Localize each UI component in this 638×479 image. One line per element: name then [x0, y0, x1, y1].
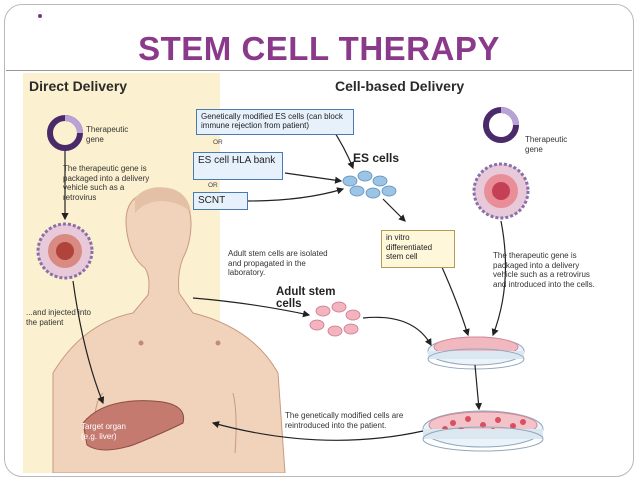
or-label-1: OR [213, 139, 223, 146]
left-packaging-text: The therapeutic gene is packaged into a … [63, 164, 150, 202]
therapeutic-gene-virus-left [47, 115, 83, 151]
right-therapeutic-gene-label: Therapeutic gene [525, 135, 568, 154]
adult-stem-cells-label: Adult stem cells [276, 286, 336, 310]
arrow-scnt-to-cells [247, 187, 345, 202]
right-packaging-text: The therapeutic gene is packaged into a … [493, 251, 595, 289]
direct-delivery-heading: Direct Delivery [29, 78, 128, 94]
in-vitro-stem-cell-box: in vitro differentiated stem cell [381, 230, 455, 268]
scnt-box: SCNT [193, 192, 248, 210]
arrow-es-to-vitro [382, 198, 406, 222]
title-bullet [38, 14, 42, 18]
retrovirus-left [36, 222, 94, 280]
genetically-modified-es-box: Genetically modified ES cells (can block… [196, 109, 354, 135]
or-label-2: OR [208, 182, 218, 189]
adult-isolation-text: Adult stem cells are isolated and propag… [228, 249, 328, 277]
arrow-patient-to-adult [192, 297, 311, 318]
arrow-dish-to-patient [211, 421, 424, 441]
patient-figure [52, 187, 286, 473]
liver [82, 400, 185, 451]
target-organ-label: Target organ (e.g. liver) [81, 422, 126, 441]
es-cells-cluster [342, 170, 397, 199]
therapeutic-gene-virus-right [483, 107, 519, 143]
arrow-virus-to-dish-right [491, 220, 507, 337]
cell-based-delivery-panel [220, 73, 609, 473]
arrow-hla-to-cells [284, 172, 343, 184]
title-divider [6, 70, 632, 71]
arrow-vitro-to-dish [440, 264, 470, 337]
injection-text: ...and injected into the patient [26, 308, 91, 327]
adult-stem-cells-cluster [309, 301, 361, 337]
retrovirus-right [472, 162, 530, 220]
diagram-illustration [36, 107, 544, 473]
petri-dish-modified-cells [422, 410, 544, 452]
slide-title: STEM CELL THERAPY [138, 30, 500, 67]
arrow-dish-to-dish [474, 364, 483, 411]
petri-dish-cultured-cells [427, 336, 525, 370]
reintroduction-text: The genetically modified cells are reint… [285, 411, 404, 430]
arrow-adult-to-dish [362, 316, 432, 347]
arrow-retrovirus-to-liver [72, 280, 105, 405]
cell-based-delivery-heading: Cell-based Delivery [335, 78, 465, 94]
es-cell-hla-bank-box: ES cell HLA bank [193, 152, 283, 180]
left-therapeutic-gene-label: Therapeutic gene [86, 125, 129, 144]
es-cells-label: ES cells [353, 151, 400, 165]
stem-cell-figure: Direct Delivery Cell-based Delivery Ther… [23, 73, 609, 473]
